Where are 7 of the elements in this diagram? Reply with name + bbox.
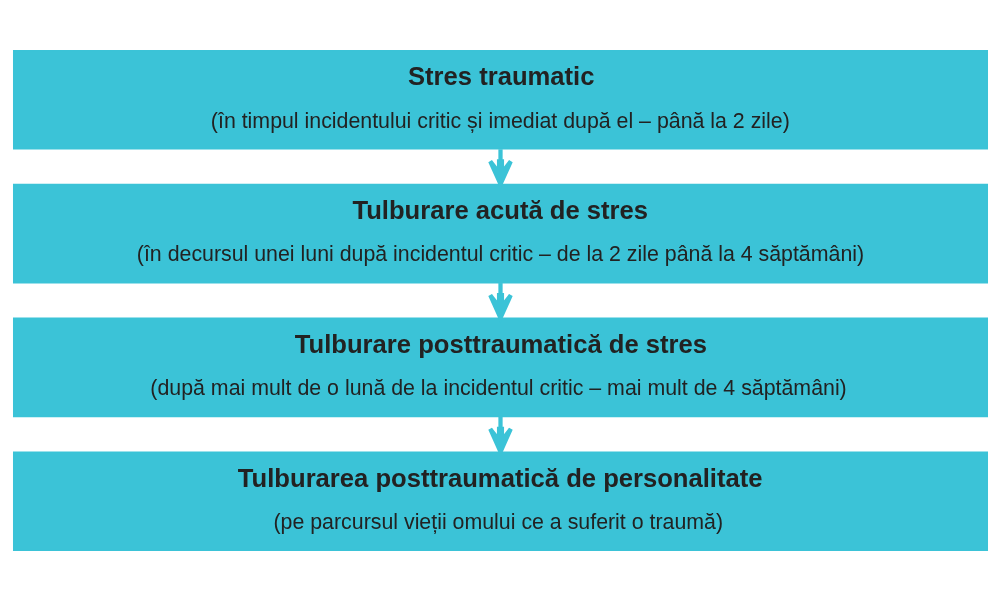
arrow xyxy=(488,283,513,321)
node-box: Tulburare posttraumatică de stres (după mai mult de o lună de la incidentul critic – mai mult de 4 săptămâni) xyxy=(13,317,988,418)
node-box: Tulburarea posttraumatică de personalitate (pe parcursul vieții omului ce a suferit o traumă) xyxy=(13,451,988,551)
node-box: Tulburare acută de stres (în decursul unei luni după incidentul critic – de la 2 zile până la 4 săptămâni) xyxy=(13,183,988,284)
arrow xyxy=(488,416,513,454)
node-box: Stres traumatic (în timpul incidentului critic și imediat după el – până la 2 zile) xyxy=(13,50,988,150)
arrow xyxy=(488,149,513,187)
